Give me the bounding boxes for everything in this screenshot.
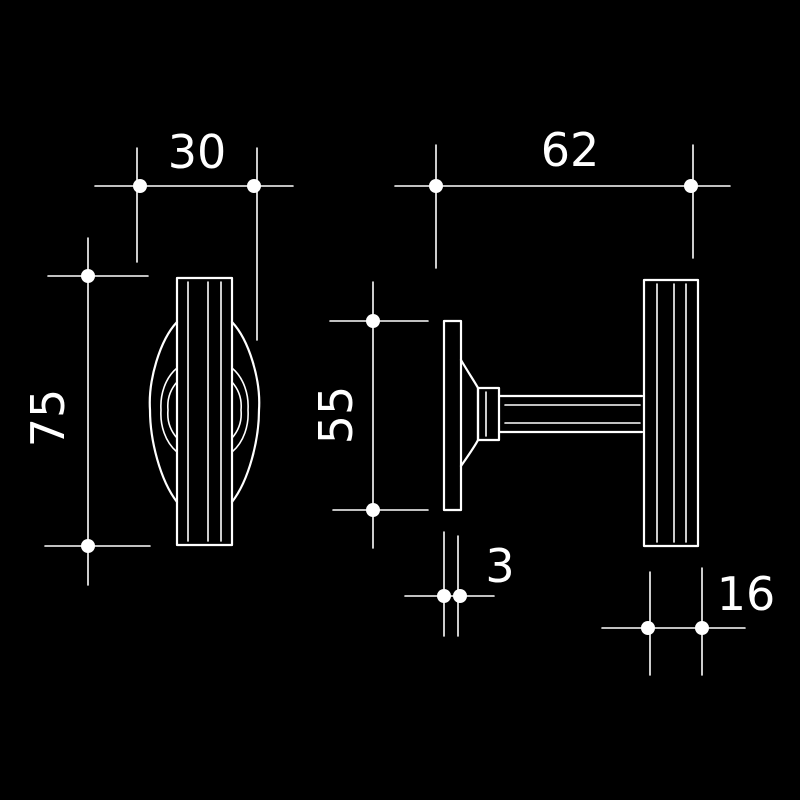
dimension-height-mid: 55 [309, 281, 429, 549]
dimension-label-3: 3 [485, 539, 514, 593]
dimension-label-75: 75 [21, 389, 75, 448]
front-view: 30 75 [21, 125, 294, 586]
backplate-side [442, 319, 463, 512]
rosette [148, 320, 261, 504]
dimension-label-30: 30 [168, 125, 227, 179]
side-view: 62 55 [309, 123, 776, 676]
dimension-length-top: 62 [394, 123, 731, 269]
dimension-label-55: 55 [309, 386, 363, 445]
handle-bar-front [175, 276, 234, 547]
grip-bar-side [642, 278, 700, 548]
dimension-width-top: 30 [94, 125, 294, 341]
dimension-grip-thickness: 16 [601, 567, 776, 676]
dimension-height-left: 75 [21, 237, 151, 586]
dimension-label-62: 62 [541, 123, 600, 177]
dimension-plate-thickness: 3 [404, 531, 515, 637]
neck [459, 358, 644, 468]
dimension-label-16: 16 [717, 567, 776, 621]
